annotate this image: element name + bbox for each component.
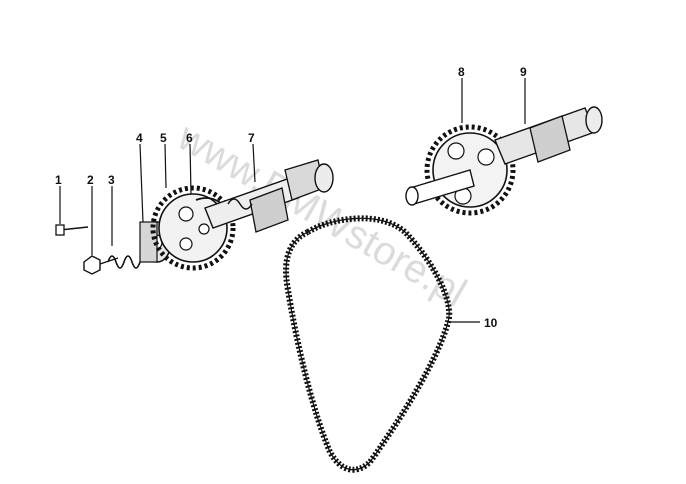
part-9-camshaft xyxy=(405,106,603,206)
callout-6: 6 xyxy=(186,131,193,145)
leader-line-4 xyxy=(139,143,144,223)
part-1-bolt xyxy=(55,224,89,236)
part-7-camshaft xyxy=(204,159,334,233)
leader-line-7 xyxy=(252,143,256,183)
callout-3: 3 xyxy=(108,173,115,187)
callout-2: 2 xyxy=(87,173,94,187)
callout-9: 9 xyxy=(520,65,527,79)
leader-line-5 xyxy=(164,143,167,189)
callout-5: 5 xyxy=(160,131,167,145)
callout-1: 1 xyxy=(55,173,62,187)
callout-4: 4 xyxy=(136,131,143,145)
callout-7: 7 xyxy=(248,131,255,145)
leader-line-6 xyxy=(189,143,192,195)
part-10-timing-chain xyxy=(283,215,453,473)
callout-8: 8 xyxy=(458,65,465,79)
part-2-hex-bolt xyxy=(83,255,119,275)
callout-10: 10 xyxy=(484,316,498,330)
